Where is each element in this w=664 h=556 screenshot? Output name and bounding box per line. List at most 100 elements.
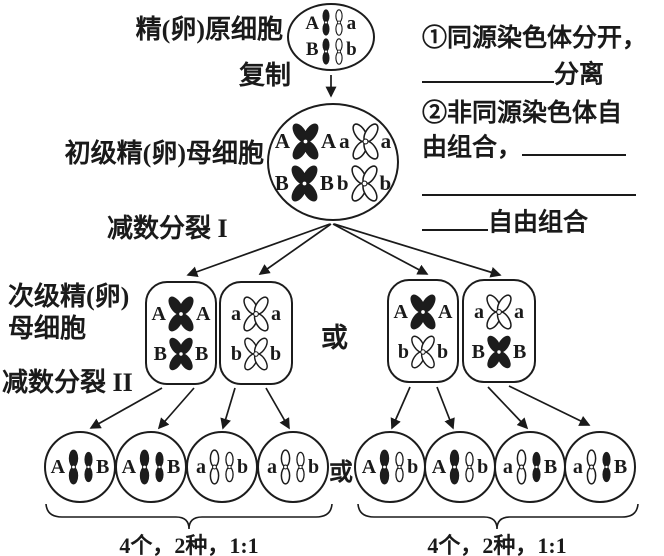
meiosis2-arrow: [89, 387, 163, 429]
label-secondary-spermatocyte-line2: 母细胞: [8, 314, 87, 343]
meiosis2-arrow: [436, 386, 455, 430]
chromosome-x-icon: [350, 122, 381, 161]
gene-label: b: [346, 39, 357, 60]
chromatid-icon: [584, 440, 599, 494]
label-replication: 复制: [239, 61, 292, 90]
chromatid-icon: [294, 444, 307, 490]
gene-label: B: [305, 39, 319, 60]
gene-label: a: [474, 300, 484, 323]
chromosome-x-icon: [290, 122, 321, 161]
chromosome-column-light: [333, 9, 345, 65]
label-secondary-spermatocyte-line1: 次级精(卵): [8, 282, 130, 311]
gene-label: B: [471, 340, 485, 363]
gene-label: B: [613, 455, 628, 478]
meiosis2-arrow: [508, 385, 591, 426]
gene-letters-right: a b: [346, 12, 357, 62]
chromatid-icon: [333, 38, 345, 65]
gene-label: A: [151, 302, 166, 325]
chromatid-icon: [207, 440, 222, 494]
chromosome-x-icon: [409, 335, 437, 369]
summary-left: 4个，2种，1:1: [119, 533, 259, 556]
gene-label: b: [477, 455, 489, 478]
gene-label: A: [50, 455, 66, 478]
note-item2-answer-row: 自由组合: [422, 205, 588, 240]
note-item1-answer-row: 分离: [422, 57, 604, 92]
gene-label: b: [336, 170, 349, 195]
gene-label: a: [195, 455, 206, 478]
chromosome-x-icon: [484, 293, 514, 331]
chromosome-row: B B: [471, 335, 527, 369]
label-spermatogonium: 精(卵)原细胞: [135, 15, 283, 44]
gene-label: b: [236, 455, 249, 478]
or-label-bottom: 或: [329, 460, 353, 486]
meiosis2-arrow: [220, 387, 236, 430]
chromatid-icon: [600, 444, 613, 490]
gene-label: b: [407, 455, 419, 478]
chromosome-row: b b: [231, 337, 281, 371]
gene-label: A: [438, 300, 453, 323]
label-meiosis-2: 减数分裂 II: [2, 368, 133, 397]
spermatogonium-cell: A B a b: [287, 3, 375, 71]
gene-label: B: [96, 455, 110, 478]
note-blank-full-row: [422, 170, 636, 205]
summary-right: 4个，2种，1:1: [427, 533, 567, 556]
chromatid-icon: [377, 440, 392, 494]
label-primary-spermatocyte: 初级精(卵)母细胞: [64, 139, 264, 168]
meiosis1-arrow: [333, 223, 502, 278]
gene-label: b: [230, 342, 242, 365]
gene-label: B: [195, 342, 209, 365]
gene-label: B: [167, 455, 181, 478]
meiosis2-arrow: [265, 387, 290, 430]
chromatid-icon: [278, 440, 293, 494]
gene-label: B: [513, 340, 527, 363]
chromosome-x-icon: [349, 164, 380, 203]
brace-left: [45, 503, 333, 530]
fill-in-blank: [422, 57, 554, 83]
gamete-cell-5: A b: [354, 431, 426, 503]
gene-label: A: [431, 455, 447, 478]
chromosome-x-icon: [408, 293, 438, 331]
meiosis1-arrow: [258, 223, 332, 275]
fill-in-blank: [522, 130, 627, 156]
chromosome-row: b b: [398, 335, 448, 369]
chromosome-x-icon: [485, 335, 513, 369]
primary-spermatocyte-cell: A A a a B B b b: [267, 103, 399, 221]
gene-label: B: [543, 455, 558, 478]
secondary-cell-1: A A B B: [145, 281, 217, 385]
fill-in-blank: [422, 205, 488, 231]
meiosis1-arrow: [186, 223, 331, 278]
gene-label: a: [346, 13, 357, 34]
gene-letters-left: A B: [305, 12, 319, 62]
chromatid-icon: [514, 440, 529, 494]
chromosome-row: A A: [151, 295, 211, 333]
secondary-cell-4: a a B B: [462, 279, 536, 383]
gamete-cell-4: a b: [257, 431, 329, 503]
or-label-middle: 或: [321, 323, 348, 353]
chromosome-row: a a: [474, 293, 524, 331]
gene-label: A: [321, 128, 337, 153]
notes-panel: ①同源染色体分开， 分离 ②非同源染色体自 由组合， 自由组合: [422, 0, 664, 262]
meiosis1-arrow: [332, 223, 429, 275]
gene-label: b: [437, 340, 449, 363]
chromosome-x-icon: [289, 164, 320, 203]
chromosome-row: B B b b: [275, 164, 391, 203]
chromatid-icon: [153, 444, 166, 490]
secondary-cell-2: a a b b: [219, 281, 293, 385]
note-item1: ①同源染色体分开，: [422, 25, 648, 52]
gene-label: A: [196, 302, 211, 325]
gene-label: b: [307, 455, 320, 478]
chromatid-icon: [82, 444, 95, 490]
gene-label: b: [397, 340, 409, 363]
gene-label: A: [393, 300, 408, 323]
chromatid-icon: [447, 440, 462, 494]
secondary-cell-3: A A b b: [387, 279, 459, 383]
gene-label: A: [305, 13, 320, 34]
gene-label: a: [271, 302, 281, 325]
gamete-cell-7: a B: [494, 431, 566, 503]
note-item2-suffix: 自由组合: [488, 209, 589, 237]
gene-label: A: [361, 455, 377, 478]
chromosome-x-icon: [242, 337, 270, 371]
gamete-cell-1: A B: [44, 431, 116, 503]
